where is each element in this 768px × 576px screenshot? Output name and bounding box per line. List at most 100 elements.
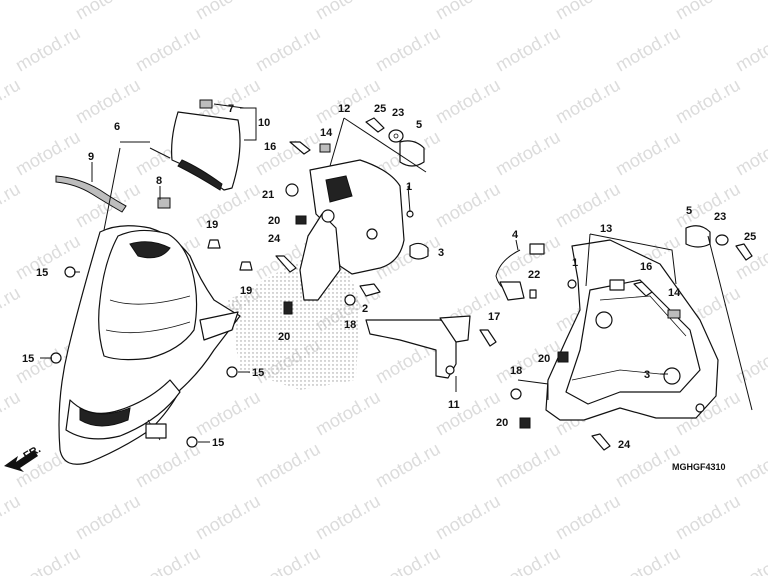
watermark-text: motod.ru xyxy=(492,23,564,76)
callout-12: 12 xyxy=(338,103,350,115)
watermark-text: motod.ru xyxy=(252,23,324,76)
watermark-text: motod.ru xyxy=(672,491,744,544)
callout-23-right: 23 xyxy=(714,211,726,223)
watermark-text: motod.ru xyxy=(552,491,624,544)
wire-harness xyxy=(495,243,545,301)
callout-20-b: 20 xyxy=(278,331,290,343)
watermark-text: motod.ru xyxy=(312,0,384,23)
watermark-text: motod.ru xyxy=(732,23,768,76)
watermark-text: motod.ru xyxy=(0,283,24,336)
callout-15-c: 15 xyxy=(252,367,264,379)
watermark-text: motod.ru xyxy=(0,387,24,440)
callout-10: 10 xyxy=(258,117,270,129)
watermark-text: motod.ru xyxy=(612,127,684,180)
watermark-text: motod.ru xyxy=(12,23,84,76)
watermark-text: motod.ru xyxy=(12,543,84,576)
callout-18-right: 18 xyxy=(510,365,522,377)
watermark-text: motod.ru xyxy=(72,491,144,544)
main-frame xyxy=(545,239,719,421)
watermark-text: motod.ru xyxy=(72,0,144,23)
callout-13: 13 xyxy=(600,223,612,235)
hardware xyxy=(50,117,753,451)
watermark-text: motod.ru xyxy=(612,543,684,576)
callout-5-left: 5 xyxy=(416,119,422,131)
watermark-text: motod.ru xyxy=(432,179,504,232)
watermark-text: motod.ru xyxy=(732,335,768,388)
watermark-text: motod.ru xyxy=(312,387,384,440)
callout-24-left: 24 xyxy=(268,233,281,245)
watermark-text: motod.ru xyxy=(552,0,624,23)
callout-3-right: 3 xyxy=(644,369,650,381)
watermark-text: motod.ru xyxy=(12,127,84,180)
watermark-text: motod.ru xyxy=(492,127,564,180)
trim-strip xyxy=(55,175,127,213)
callout-2: 2 xyxy=(362,303,368,315)
meter-stay xyxy=(299,159,414,301)
watermark-text: motod.ru xyxy=(432,387,504,440)
callout-25-right: 25 xyxy=(744,231,756,243)
watermark-text: motod.ru xyxy=(372,543,444,576)
callout-20-a: 20 xyxy=(268,215,280,227)
callout-11: 11 xyxy=(448,399,460,411)
watermark-text: motod.ru xyxy=(672,0,744,23)
watermark-text: motod.ru xyxy=(432,0,504,23)
watermark-text: motod.ru xyxy=(432,75,504,128)
watermark-text: motod.ru xyxy=(0,491,24,544)
callout-21: 21 xyxy=(262,189,274,201)
callout-19-b: 19 xyxy=(240,285,252,297)
callout-8: 8 xyxy=(156,175,162,187)
callout-1-left: 1 xyxy=(406,181,412,193)
front-cowl xyxy=(58,225,241,465)
callout-17: 17 xyxy=(488,311,500,323)
watermark-text: motod.ru xyxy=(672,75,744,128)
watermark-text: motod.ru xyxy=(132,23,204,76)
watermark-text: motod.ru xyxy=(72,75,144,128)
callout-7: 7 xyxy=(228,103,234,115)
watermark-text: motod.ru xyxy=(732,127,768,180)
callout-16-left: 16 xyxy=(264,141,276,153)
watermark-text: motod.ru xyxy=(312,491,384,544)
watermark-text: motod.ru xyxy=(0,75,24,128)
watermark-text: motod.ru xyxy=(192,491,264,544)
callout-20-c: 20 xyxy=(538,353,550,365)
callout-14-right: 14 xyxy=(668,287,681,299)
watermark-text: motod.ru xyxy=(252,439,324,492)
watermark-text: motod.ru xyxy=(372,23,444,76)
callout-1-right: 1 xyxy=(572,257,578,269)
watermark-text: motod.ru xyxy=(252,543,324,576)
watermark-text: motod.ru xyxy=(192,0,264,23)
watermark-text: motod.ru xyxy=(552,179,624,232)
callout-19-a: 19 xyxy=(206,219,218,231)
lower-stay xyxy=(365,315,471,379)
watermark-text: motod.ru xyxy=(372,439,444,492)
callout-5-right: 5 xyxy=(686,205,692,217)
callout-6: 6 xyxy=(114,121,120,133)
leader-lines xyxy=(40,103,753,443)
callout-labels: 7 10 6 9 8 12 25 23 5 14 16 1 21 20 19 2… xyxy=(22,103,756,451)
callout-22: 22 xyxy=(528,269,540,281)
callout-16-right: 16 xyxy=(640,261,652,273)
callout-24-right: 24 xyxy=(618,439,631,451)
watermark-text: motod.ru xyxy=(612,23,684,76)
callout-20-d: 20 xyxy=(496,417,508,429)
callout-23-left: 23 xyxy=(392,107,404,119)
diagram-code: MGHGF4310 xyxy=(672,462,726,472)
watermark-text: motod.ru xyxy=(0,0,24,23)
callout-3-left: 3 xyxy=(438,247,444,259)
watermark-text: motod.ru xyxy=(192,387,264,440)
callout-15-d: 15 xyxy=(212,437,224,449)
watermark-text: motod.ru xyxy=(552,75,624,128)
callout-4: 4 xyxy=(512,229,519,241)
callout-18-left: 18 xyxy=(344,319,356,331)
watermark-text: motod.ru xyxy=(432,491,504,544)
windscreen xyxy=(157,99,241,209)
watermark-text: motod.ru xyxy=(0,179,24,232)
watermark-text: motod.ru xyxy=(132,543,204,576)
watermark-text: motod.ru xyxy=(732,543,768,576)
callout-15-a: 15 xyxy=(36,267,48,279)
reference-area xyxy=(228,250,360,390)
watermark-text: motod.ru xyxy=(672,179,744,232)
callout-25-left: 25 xyxy=(374,103,386,115)
watermark-text: motod.ru xyxy=(492,543,564,576)
